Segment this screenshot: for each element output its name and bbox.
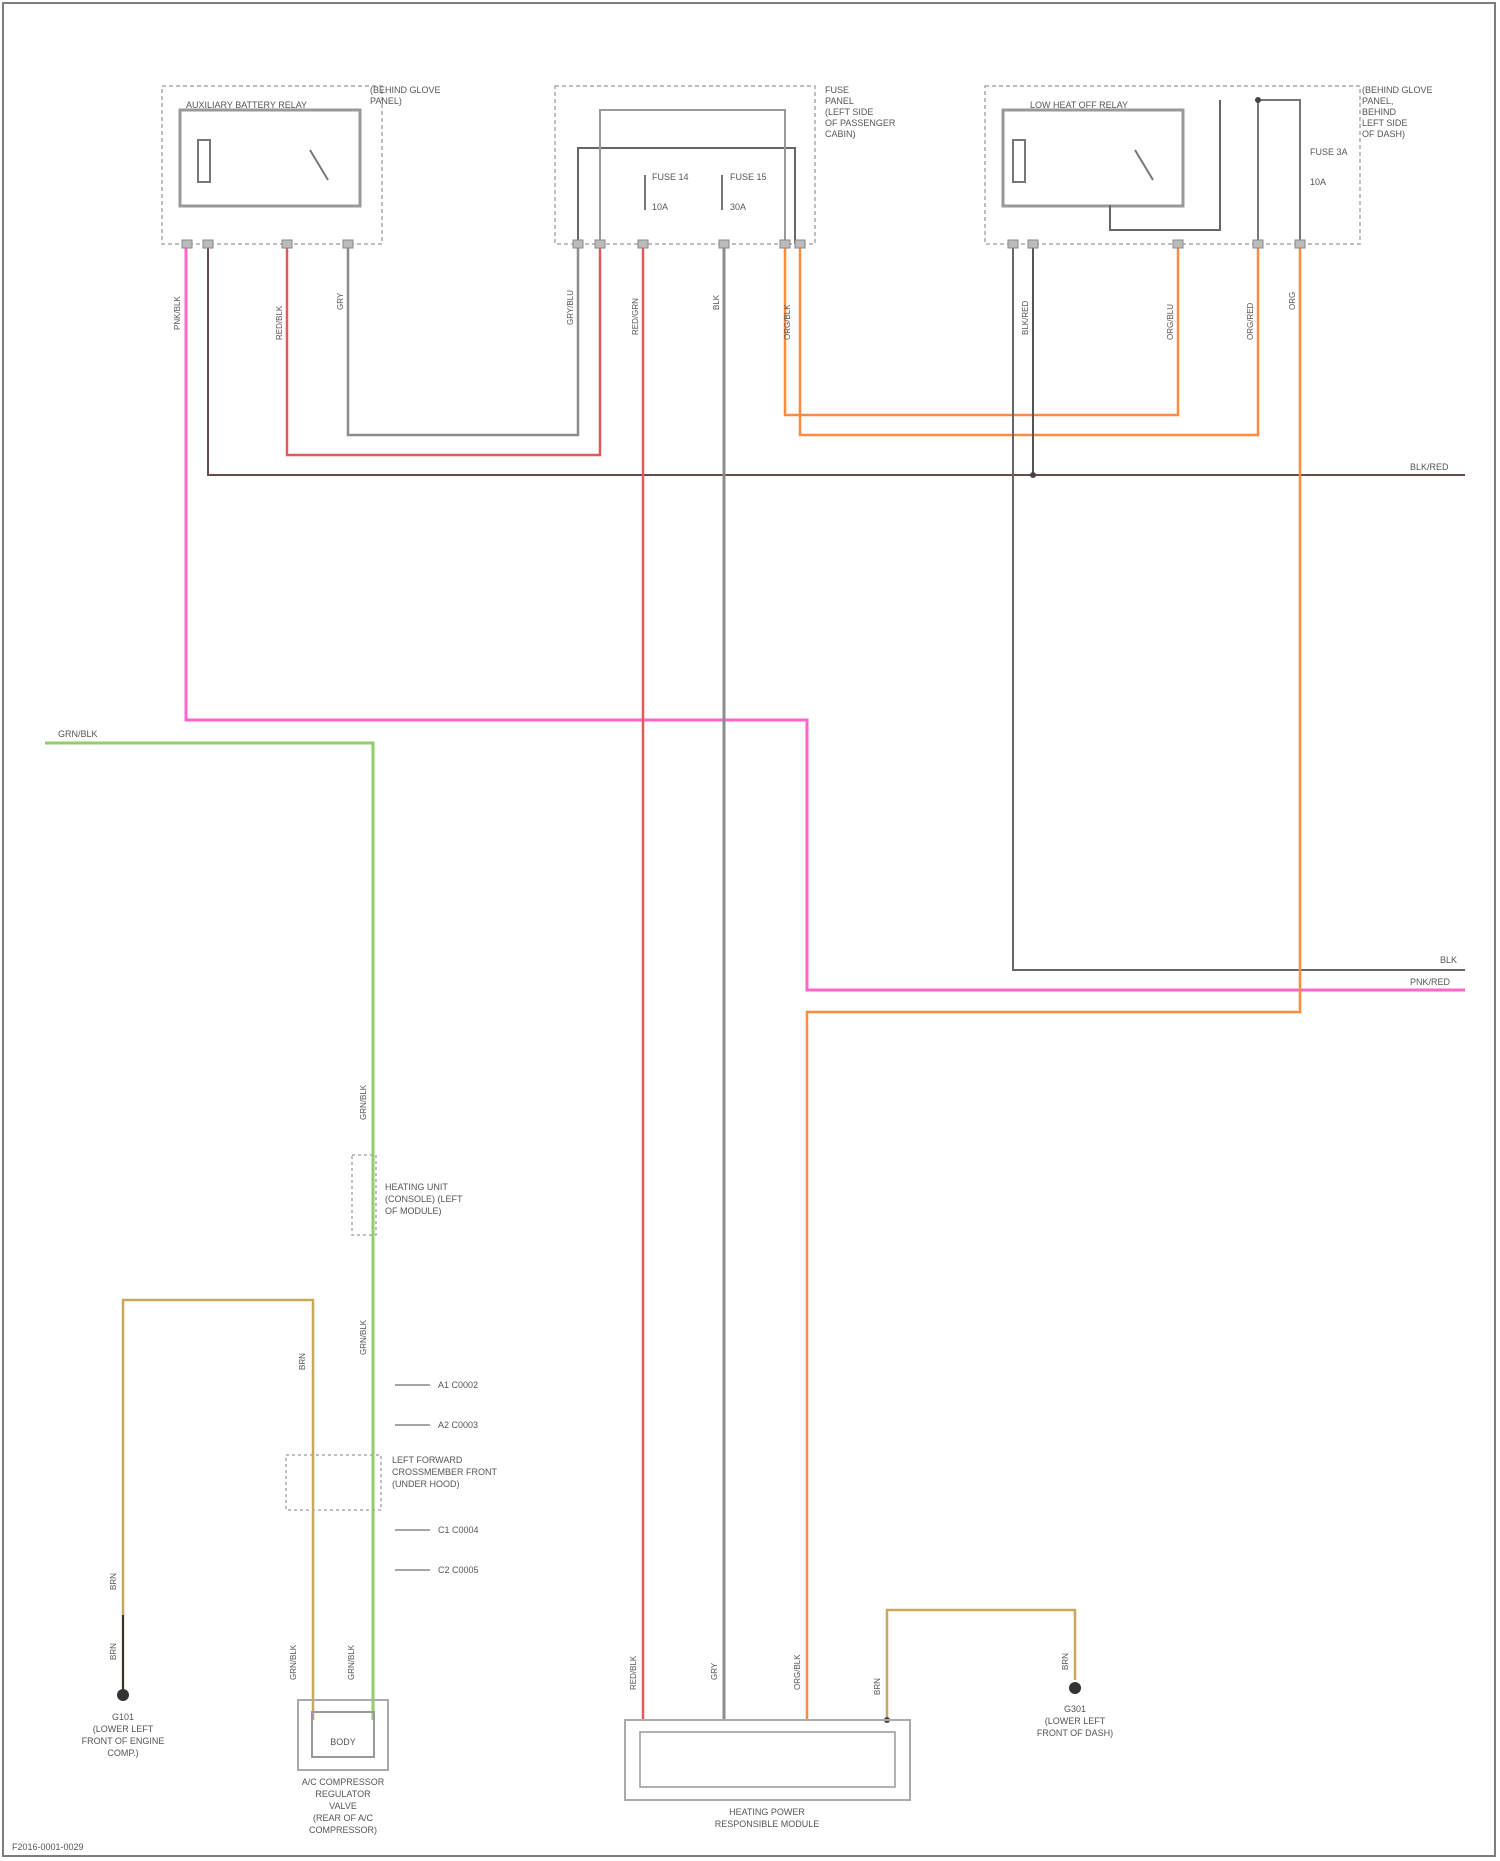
svg-text:(CONSOLE) (LEFT: (CONSOLE) (LEFT (385, 1194, 463, 1204)
wire-tan-left (123, 1300, 313, 1720)
offpage-label-right-3: PNK/RED (1410, 977, 1451, 987)
svg-text:(LOWER LEFT: (LOWER LEFT (93, 1724, 154, 1734)
relay-right-switch-icon (1135, 150, 1153, 180)
wire-blk-red-bus (208, 244, 1465, 475)
wire-tag: GRY/BLU (566, 290, 575, 325)
relay-left-title: AUXILIARY BATTERY RELAY (186, 100, 307, 110)
relay-left-inner (180, 110, 360, 206)
svg-text:OF PASSENGER: OF PASSENGER (825, 118, 896, 128)
svg-text:30A: 30A (730, 202, 746, 212)
fuse-block-title: FUSE (825, 85, 849, 95)
wire-tag: GRN/BLK (359, 1084, 368, 1120)
svg-text:REGULATOR: REGULATOR (315, 1789, 371, 1799)
svg-text:10A: 10A (1310, 177, 1326, 187)
junction-dot (1030, 472, 1036, 478)
relay-right-inner (1003, 110, 1183, 206)
ground-right-label: G301 (1064, 1704, 1086, 1714)
wire-tag: BRN (109, 1573, 118, 1590)
svg-text:LEFT SIDE: LEFT SIDE (1362, 118, 1407, 128)
wire-tag: ORG/BLK (783, 304, 792, 340)
lh-connector-box (286, 1455, 381, 1510)
wire-orange-loop-b (800, 244, 1258, 435)
wire-orange-right (807, 244, 1300, 1720)
svg-text:PANEL: PANEL (825, 96, 854, 106)
wire-tag: ORG (1288, 292, 1297, 310)
svg-text:(UNDER HOOD): (UNDER HOOD) (392, 1479, 460, 1489)
wire-tag: GRY (710, 1662, 719, 1680)
regulator-label: A/C COMPRESSOR (302, 1777, 385, 1787)
svg-text:OF DASH): OF DASH) (1362, 129, 1405, 139)
heating-unit-label: HEATING UNIT (385, 1182, 448, 1192)
offpage-label-right-1: BLK/RED (1410, 462, 1449, 472)
wire-pink (186, 244, 1465, 990)
wire-tag: ORG/RED (1246, 302, 1255, 340)
side-note: C2 C0005 (438, 1565, 479, 1575)
svg-text:(REAR OF A/C: (REAR OF A/C (313, 1813, 374, 1823)
side-note: C1 C0004 (438, 1525, 479, 1535)
wire-gray-right (1013, 244, 1465, 970)
wire-tag: GRN/BLK (347, 1644, 356, 1680)
wire-tag: BRN (109, 1643, 118, 1660)
wire-green (45, 743, 373, 1720)
side-note: A1 C0002 (438, 1380, 478, 1390)
svg-text:COMP.): COMP.) (107, 1748, 138, 1758)
svg-text:(BEHIND GLOVE: (BEHIND GLOVE (1362, 85, 1433, 95)
svg-text:PANEL): PANEL) (370, 96, 402, 106)
svg-text:RESPONSIBLE MODULE: RESPONSIBLE MODULE (715, 1819, 820, 1829)
regulator-inner: BODY (330, 1737, 356, 1747)
wire-red-loop (287, 244, 600, 455)
wire-tag: ORG/BLK (793, 1654, 802, 1690)
relay-right-title: LOW HEAT OFF RELAY (1030, 100, 1128, 110)
wire-tan-right (887, 1610, 1075, 1720)
wire-orange-loop-a (785, 244, 1178, 415)
footer-code: F2016-0001-0029 (12, 1842, 84, 1852)
wire-tag: GRN/BLK (359, 1319, 368, 1355)
relay-left-switch-icon (310, 150, 328, 180)
wire-tag: RED/GRN (631, 298, 640, 335)
svg-text:10A: 10A (652, 202, 668, 212)
wire-tag: GRN/BLK (289, 1644, 298, 1680)
svg-text:OF MODULE): OF MODULE) (385, 1206, 442, 1216)
svg-text:(LOWER LEFT: (LOWER LEFT (1045, 1716, 1106, 1726)
wire-tag: BRN (873, 1678, 882, 1695)
svg-text:FRONT OF DASH): FRONT OF DASH) (1037, 1728, 1113, 1738)
wire-gray-loop (348, 244, 578, 435)
fuse-b-label: FUSE 15 (730, 172, 767, 182)
wire-tag: RED/BLK (275, 305, 284, 340)
side-arrows (395, 1385, 430, 1570)
fuse-a-label: FUSE 14 (652, 172, 689, 182)
svg-text:BEHIND: BEHIND (1362, 107, 1397, 117)
offpage-label-left-1: GRN/BLK (58, 729, 98, 739)
svg-text:VALVE: VALVE (329, 1801, 357, 1811)
svg-text:PANEL,: PANEL, (1362, 96, 1393, 106)
relay-left-coil-icon (198, 140, 210, 182)
svg-text:FRONT OF ENGINE: FRONT OF ENGINE (82, 1736, 165, 1746)
wire-tag: GRY (336, 292, 345, 310)
side-note: A2 C0003 (438, 1420, 478, 1430)
offpage-label-right-2: BLK (1440, 955, 1457, 965)
svg-text:CROSSMEMBER FRONT: CROSSMEMBER FRONT (392, 1467, 498, 1477)
wire-tag: BRN (298, 1353, 307, 1370)
ground-left-icon (117, 1689, 129, 1701)
wire-tag: PNK/BLK (173, 296, 182, 330)
svg-text:CABIN): CABIN) (825, 129, 856, 139)
wire-tag: BRN (1061, 1653, 1070, 1670)
ground-right-icon (1069, 1682, 1081, 1694)
module-label: HEATING POWER (729, 1807, 805, 1817)
wire-tag: RED/BLK (629, 1655, 638, 1690)
svg-text:(BEHIND GLOVE: (BEHIND GLOVE (370, 85, 441, 95)
wire-tag: BLK/RED (1021, 301, 1030, 335)
junction-dot (1255, 97, 1261, 103)
relay-right-coil-icon (1013, 140, 1025, 182)
wire-tag: BLK (712, 294, 721, 310)
fuse-3a-label: FUSE 3A (1310, 147, 1348, 157)
wire-tag: ORG/BLU (1166, 304, 1175, 340)
ground-left-label: G101 (112, 1712, 134, 1722)
lh-connector-label: LEFT FORWARD (392, 1455, 463, 1465)
svg-text:COMPRESSOR): COMPRESSOR) (309, 1825, 377, 1835)
svg-text:(LEFT SIDE: (LEFT SIDE (825, 107, 873, 117)
